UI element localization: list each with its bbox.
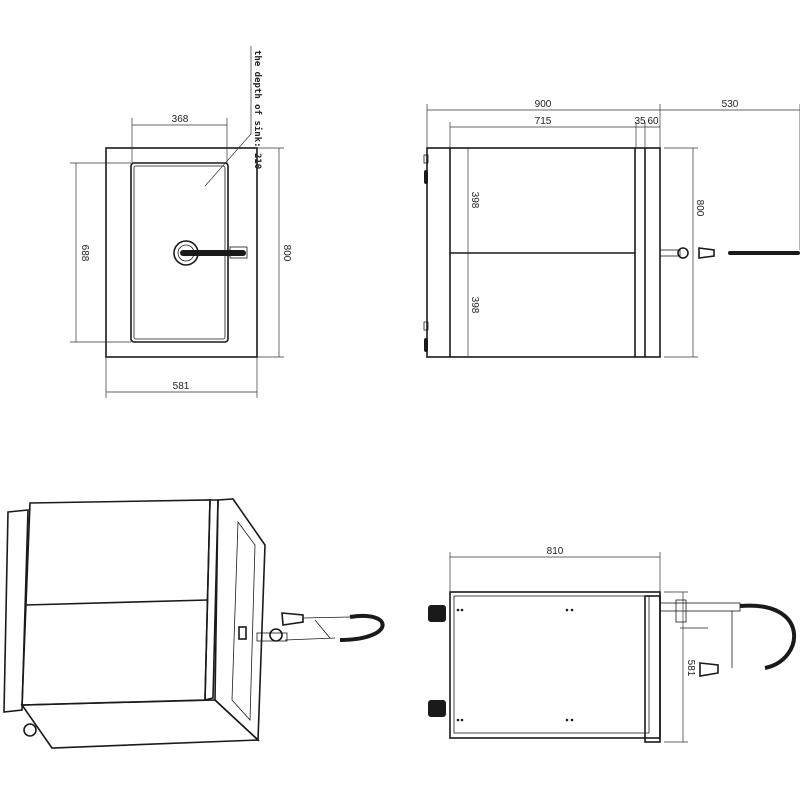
dim-label: 60 — [647, 116, 659, 127]
dim-label: 800 — [281, 245, 292, 262]
dim-height: 800 — [664, 147, 705, 358]
dim-label: 800 — [694, 200, 705, 217]
dim-total-length: 800 — [257, 147, 292, 358]
depth-note-label: the depth of sink: 210 — [252, 50, 263, 169]
caster-icon — [428, 700, 446, 717]
cabinet-outline — [449, 591, 661, 739]
dim-body-length: 715 35 60 — [449, 116, 660, 148]
dim-total-length: 900 — [426, 99, 661, 148]
top-view: 368 688 800 581 the depth of sink: 210 — [70, 46, 292, 398]
dim-label: 35 — [634, 116, 646, 127]
dim-label: 398 — [469, 192, 480, 209]
dim-label: 581 — [173, 381, 190, 392]
dim-width: 581 — [664, 591, 696, 743]
dim-label: 900 — [535, 99, 552, 110]
dim-total-width: 581 — [105, 357, 258, 398]
dim-label: 715 — [535, 116, 552, 127]
drain-icon — [173, 240, 248, 266]
dim-doors: 398 398 — [467, 148, 480, 357]
side-view: 900 715 35 60 530 800 398 398 — [423, 99, 800, 358]
cabinet-bottom — [20, 699, 260, 749]
dim-sink-length: 688 — [70, 162, 131, 343]
sink-frame — [214, 498, 266, 742]
countertop-outline — [105, 147, 258, 358]
faucet-icon — [256, 612, 385, 642]
depth-note: the depth of sink: 210 — [204, 46, 263, 187]
dim-label: 530 — [722, 99, 739, 110]
dim-label: 581 — [685, 660, 696, 677]
dim-label: 688 — [79, 245, 90, 262]
dim-label: 368 — [172, 114, 189, 125]
caster-icon — [428, 605, 446, 622]
door-divider — [24, 599, 209, 606]
dim-length: 810 — [449, 546, 661, 592]
perspective-view — [3, 498, 385, 749]
faucet-icon — [659, 599, 796, 677]
end-view: 810 581 — [428, 546, 796, 743]
faucet-icon — [659, 247, 800, 259]
dim-label: 810 — [547, 546, 564, 557]
dim-label: 398 — [469, 297, 480, 314]
dim-faucet-reach: 530 — [660, 99, 800, 250]
dim-sink-width: 368 — [131, 114, 228, 163]
